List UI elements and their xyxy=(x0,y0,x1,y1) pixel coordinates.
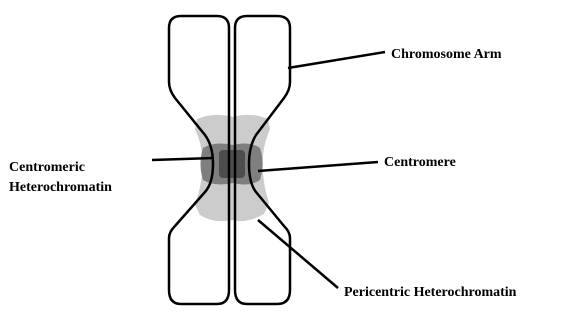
chromosome-arm-label: Chromosome Arm xyxy=(391,47,502,62)
centromeric-heterochromatin-label-line2: Heterochromatin xyxy=(9,180,112,195)
centromeric-heterochromatin-label-line1: Centromeric xyxy=(9,160,85,175)
pericentric-heterochromatin-leader-line xyxy=(258,220,338,288)
chromosome-arm-leader-line xyxy=(288,52,385,68)
pericentric-heterochromatin-label: Pericentric Heterochromatin xyxy=(344,285,517,300)
centromere-leader-line xyxy=(258,162,378,171)
centromere-label: Centromere xyxy=(384,155,456,170)
centromere-core xyxy=(219,150,245,178)
